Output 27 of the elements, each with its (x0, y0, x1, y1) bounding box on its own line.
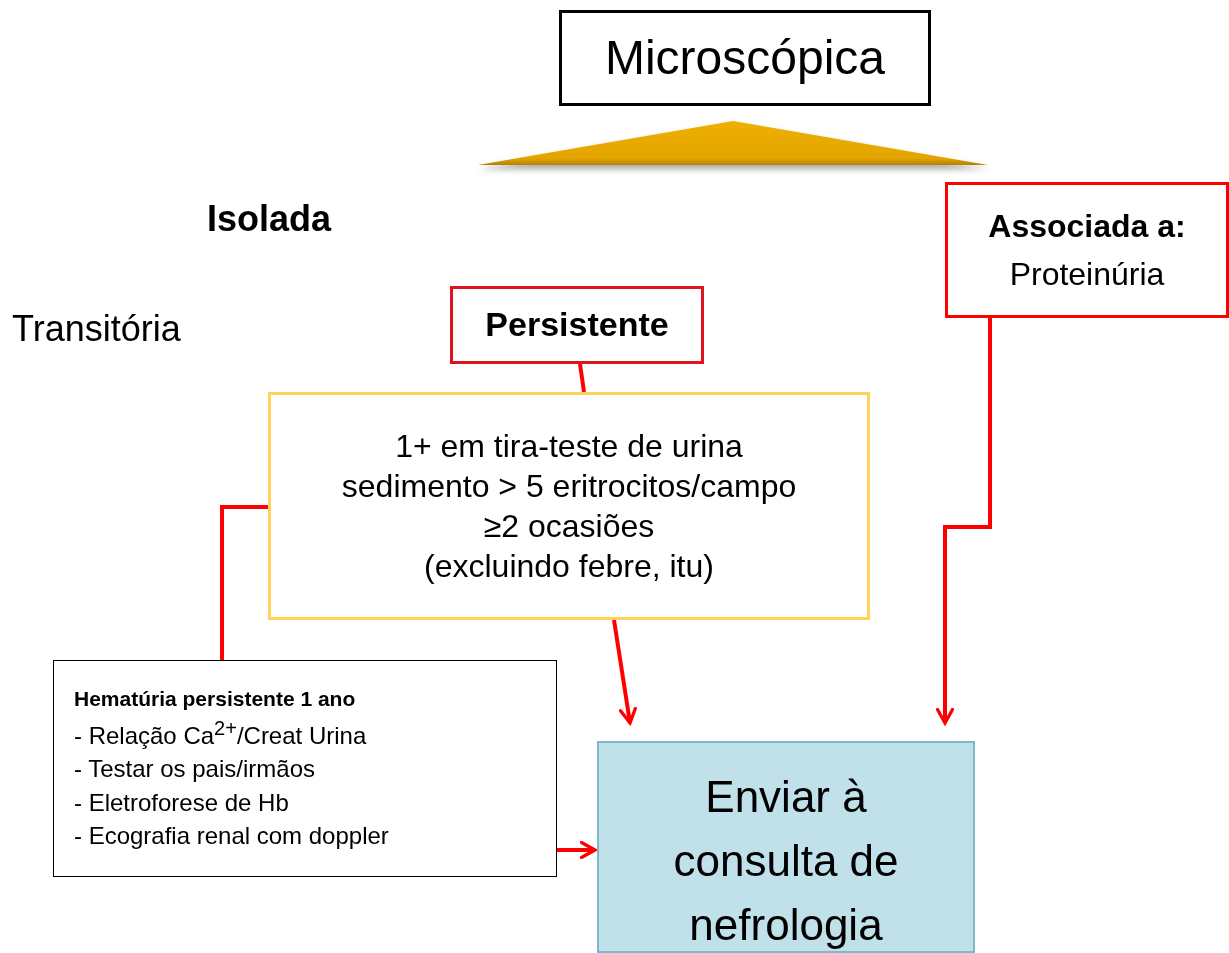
box-text: Associada a: (988, 207, 1186, 246)
referral-box (597, 741, 975, 953)
box-text: ≥2 ocasiões (483, 507, 655, 546)
connector-line (220, 505, 268, 660)
box-text: Microscópica (604, 30, 886, 86)
arrow (612, 619, 637, 725)
box-text: Persistente (485, 305, 669, 345)
box-text: (excluindo febre, itu) (424, 547, 714, 586)
box-text: Enviar à consulta de nefrologia (672, 771, 900, 951)
criteria-box (268, 392, 870, 620)
list-item: - Relação Ca$^{2+}$/Creat Urina (74, 715, 367, 751)
arrow (935, 318, 992, 725)
title-box (559, 10, 931, 106)
condition-box (945, 182, 1229, 318)
box-text: Proteinúria (1009, 255, 1165, 294)
list-item: - Ecografia renal com doppler (74, 821, 389, 852)
condition-box (450, 286, 704, 364)
box-text: sedimento > 5 eritrocitos/campo (341, 467, 797, 506)
box-text: 1+ em tira-teste de urina (395, 427, 743, 466)
branch-label: Transitória (12, 308, 181, 350)
box-heading: Hematúria persistente 1 ano (74, 686, 356, 713)
arrow (557, 840, 597, 860)
branch-label: Isolada (207, 198, 332, 240)
list-item: - Testar os pais/irmãos (74, 754, 315, 785)
investigation-box (53, 660, 557, 877)
list-item: - Eletroforese de Hb (74, 787, 289, 818)
connector-line (578, 363, 586, 393)
